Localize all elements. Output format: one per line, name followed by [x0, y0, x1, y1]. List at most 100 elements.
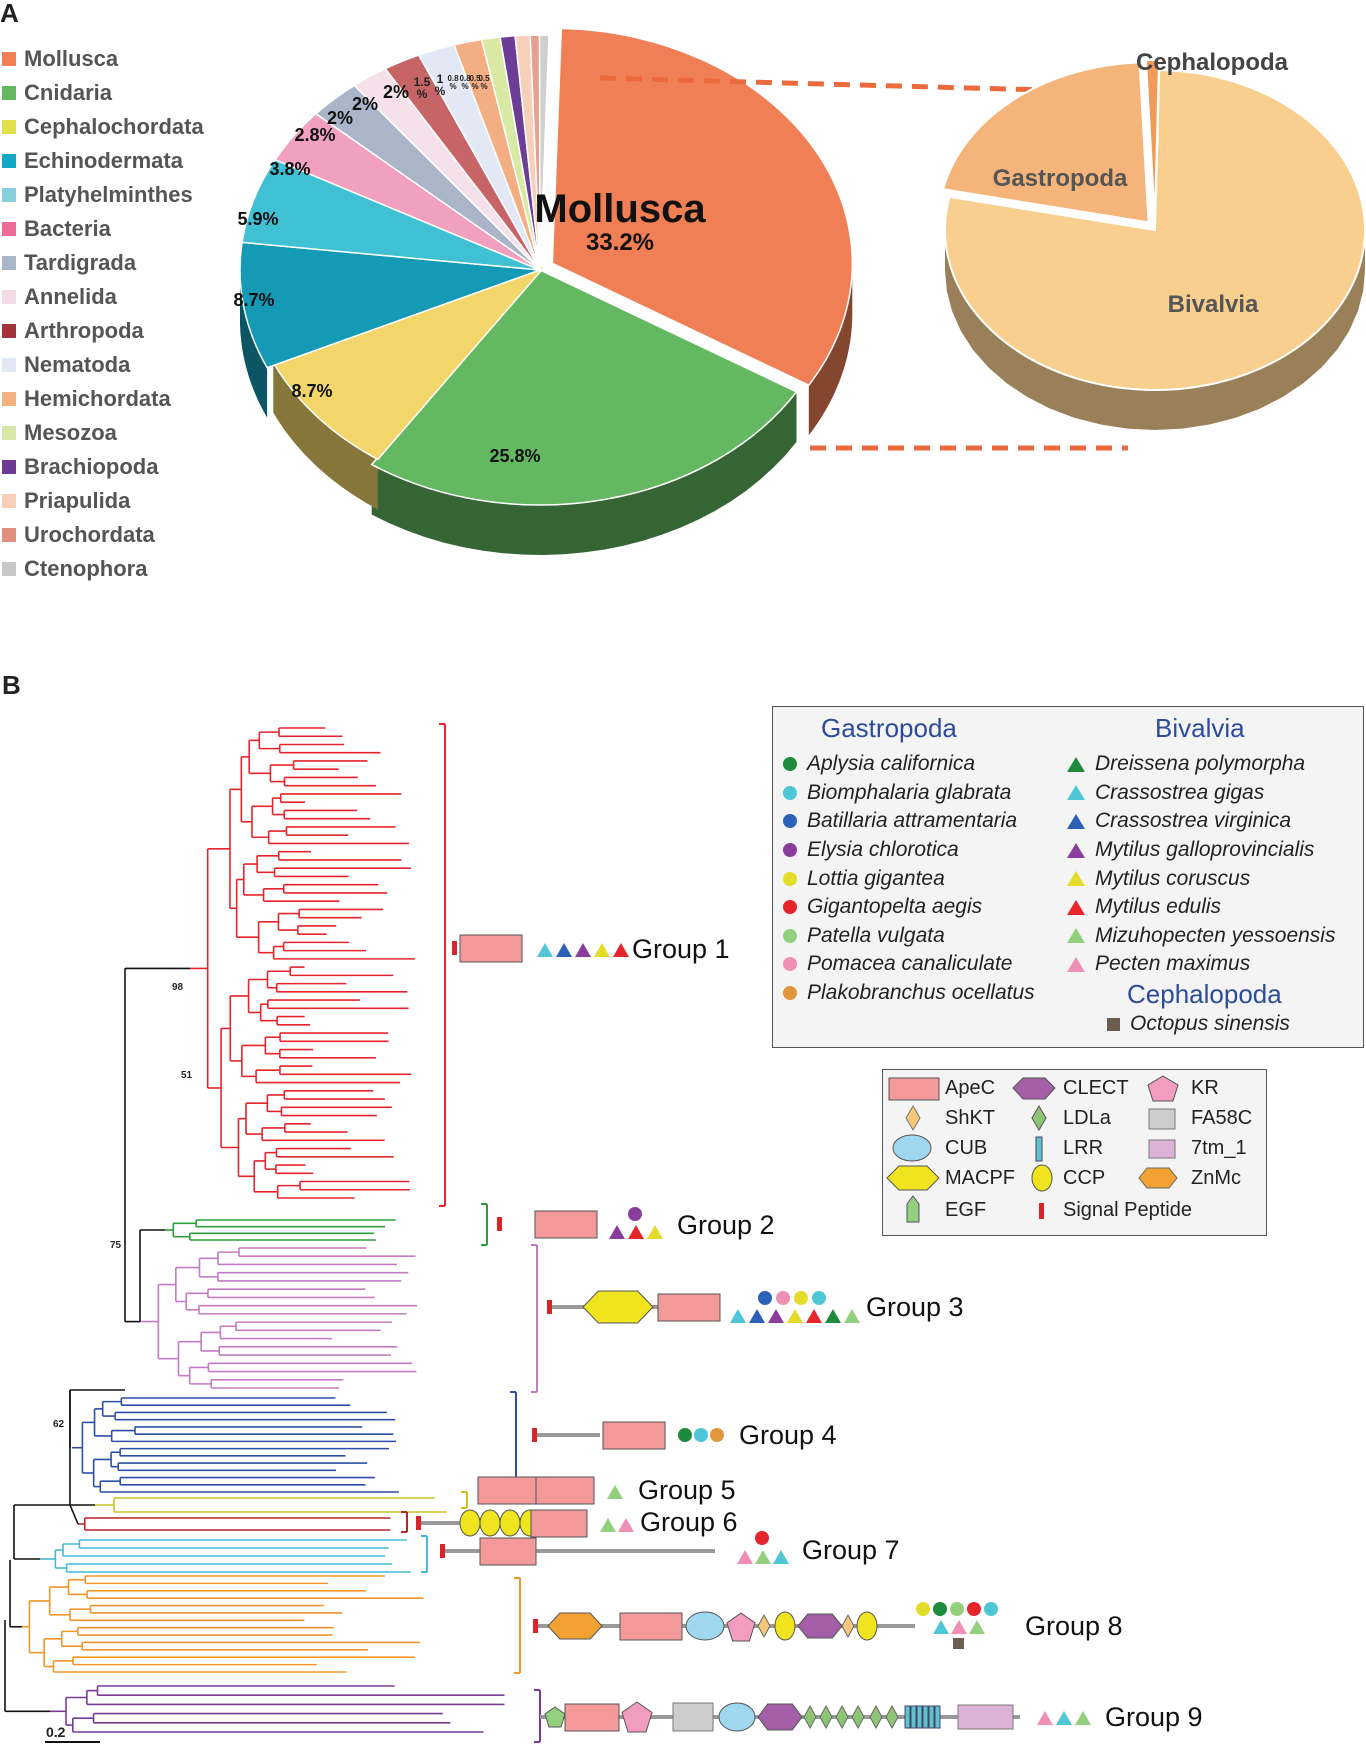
species-dot-icon — [967, 1602, 981, 1616]
domain-label-kr: KR — [1191, 1077, 1219, 1099]
apec-domain — [479, 1537, 537, 1566]
ldla-domain — [835, 1704, 849, 1730]
species-name: Crassostrea gigas — [1095, 780, 1265, 804]
macpf-domain — [582, 1290, 654, 1324]
slice-label-unit: % — [461, 82, 468, 91]
ccp-oval-icon — [1031, 1164, 1053, 1192]
macpf-hexagon-icon — [886, 1165, 940, 1191]
signal-peptide-icon — [440, 1544, 445, 1558]
domain-label-signal-peptide: Signal Peptide — [1063, 1199, 1192, 1221]
slice-label: 1.5% — [414, 75, 431, 101]
circle-marker-icon — [783, 757, 797, 772]
circle-marker-icon — [783, 785, 797, 800]
species-item: Mytilus edulis — [1067, 893, 1335, 922]
bivalvia-title: Bivalvia — [1155, 713, 1245, 743]
ldla-domain — [851, 1704, 865, 1730]
slice-wall-echinodermata — [240, 270, 268, 418]
slice-wall-mollusca — [808, 263, 853, 436]
species-triangle-icon — [618, 1518, 634, 1532]
group-label-3: Group 3 — [866, 1292, 964, 1322]
legend-label: Platyhelminthes — [24, 182, 193, 207]
species-triangle-icon — [600, 1518, 616, 1532]
triangle-marker-icon — [1067, 785, 1085, 801]
legend-label: Brachiopoda — [24, 454, 159, 479]
apec-domain — [657, 1293, 721, 1322]
kr-domain — [726, 1612, 756, 1642]
species-triangle-icon — [969, 1620, 985, 1634]
class-slice-bivalvia — [944, 69, 1366, 391]
domain-label-znmc: ZnMc — [1191, 1167, 1241, 1189]
slice-label-unit: % — [449, 82, 456, 91]
slice-label-value: 1 — [437, 72, 444, 86]
triangle-marker-icon — [1067, 956, 1085, 972]
kr-pentagon-icon — [1147, 1075, 1179, 1102]
legend-label: Mollusca — [24, 46, 119, 71]
species-name: Aplysia californica — [807, 752, 976, 776]
species-dot-icon — [916, 1602, 930, 1616]
legend-item-brachiopoda: Brachiopoda — [2, 450, 204, 484]
cub-domain — [685, 1611, 725, 1641]
bootstrap-root-51: 51 — [181, 1070, 193, 1081]
species-triangle-icon — [556, 943, 572, 957]
species-triangle-icon — [749, 1309, 765, 1323]
species-triangle-icon — [594, 943, 610, 957]
species-name: Mizuhopecten yessoensis — [1095, 923, 1336, 947]
species-triangle-icon — [806, 1309, 822, 1323]
panel-a-label: A — [0, 0, 19, 28]
apec-domain — [530, 1509, 588, 1538]
slice-label: 1% — [435, 72, 446, 98]
group-label-7: Group 7 — [802, 1535, 900, 1565]
species-item: Octopus sinensis — [1107, 1010, 1335, 1039]
mollusca-big-label: Mollusca — [534, 187, 706, 231]
species-triangle-icon — [647, 1225, 663, 1239]
class-slice-gastropoda — [941, 61, 1150, 224]
species-triangle-icon — [951, 1620, 967, 1634]
legend-item-mesozoa: Mesozoa — [2, 416, 204, 450]
cephalopoda-title: Cephalopoda — [1127, 978, 1282, 1009]
slice-echinodermata — [239, 241, 541, 369]
slice-label: 2.8% — [294, 125, 335, 145]
domain-label-lrr: LRR — [1063, 1137, 1104, 1159]
species-name: Pomacea canaliculate — [807, 952, 1013, 976]
species-triangle-icon — [768, 1309, 784, 1323]
legend-item-hemichordata: Hemichordata — [2, 382, 204, 416]
slice-ctenophora — [538, 34, 550, 271]
legend-item-arthropoda: Arthropoda — [2, 314, 204, 348]
class-slice-label: Cephalopoda — [1136, 49, 1289, 76]
species-dot-icon — [776, 1291, 790, 1305]
slice-label: 2% — [383, 82, 409, 102]
bootstrap-root-98: 98 — [172, 982, 184, 993]
species-item: Dreissena polymorpha — [1067, 750, 1335, 779]
panel-b-label: B — [2, 670, 21, 700]
legend-item-bacteria: Bacteria — [2, 212, 204, 246]
species-triangle-icon — [1075, 1711, 1091, 1725]
signal-peptide-icon — [1039, 1203, 1044, 1219]
signal-peptide-icon — [416, 1516, 421, 1530]
lrr-domain — [916, 1705, 923, 1729]
main-pie: 33.2%25.8%8.7%8.7%5.9%3.8%2.8%2%2%2%1.5%… — [233, 27, 853, 555]
legend-item-platyhelminthes: Platyhelminthes — [2, 178, 204, 212]
legend-swatch — [2, 528, 16, 542]
legend-swatch — [2, 86, 16, 100]
legend-item-mollusca: Mollusca — [2, 42, 204, 76]
ldla-leaf-icon — [1031, 1105, 1047, 1131]
species-dot-icon — [694, 1428, 708, 1442]
apec-domain — [564, 1703, 620, 1732]
class-slice-cephalopoda — [1144, 59, 1161, 221]
species-item: Pomacea canaliculate — [783, 950, 1035, 979]
octopus-square-icon — [953, 1638, 964, 1649]
species-item: Biomphalaria glabrata — [783, 779, 1035, 808]
species-name: Batillaria attramentaria — [807, 809, 1018, 833]
ccp-domain — [459, 1509, 481, 1537]
species-triangle-icon — [737, 1550, 753, 1564]
legend-swatch — [2, 358, 16, 372]
egf-domain — [544, 1706, 566, 1728]
domain-icons — [886, 1075, 1179, 1223]
square-marker-icon — [1107, 1017, 1120, 1031]
species-item: Plakobranchus ocellatus — [783, 979, 1035, 1008]
slice-label-value: 0.5 — [478, 74, 490, 83]
slice-label-value: 0.8 — [459, 74, 471, 83]
group-label-2: Group 2 — [677, 1210, 775, 1240]
species-dot-icon — [755, 1531, 769, 1545]
